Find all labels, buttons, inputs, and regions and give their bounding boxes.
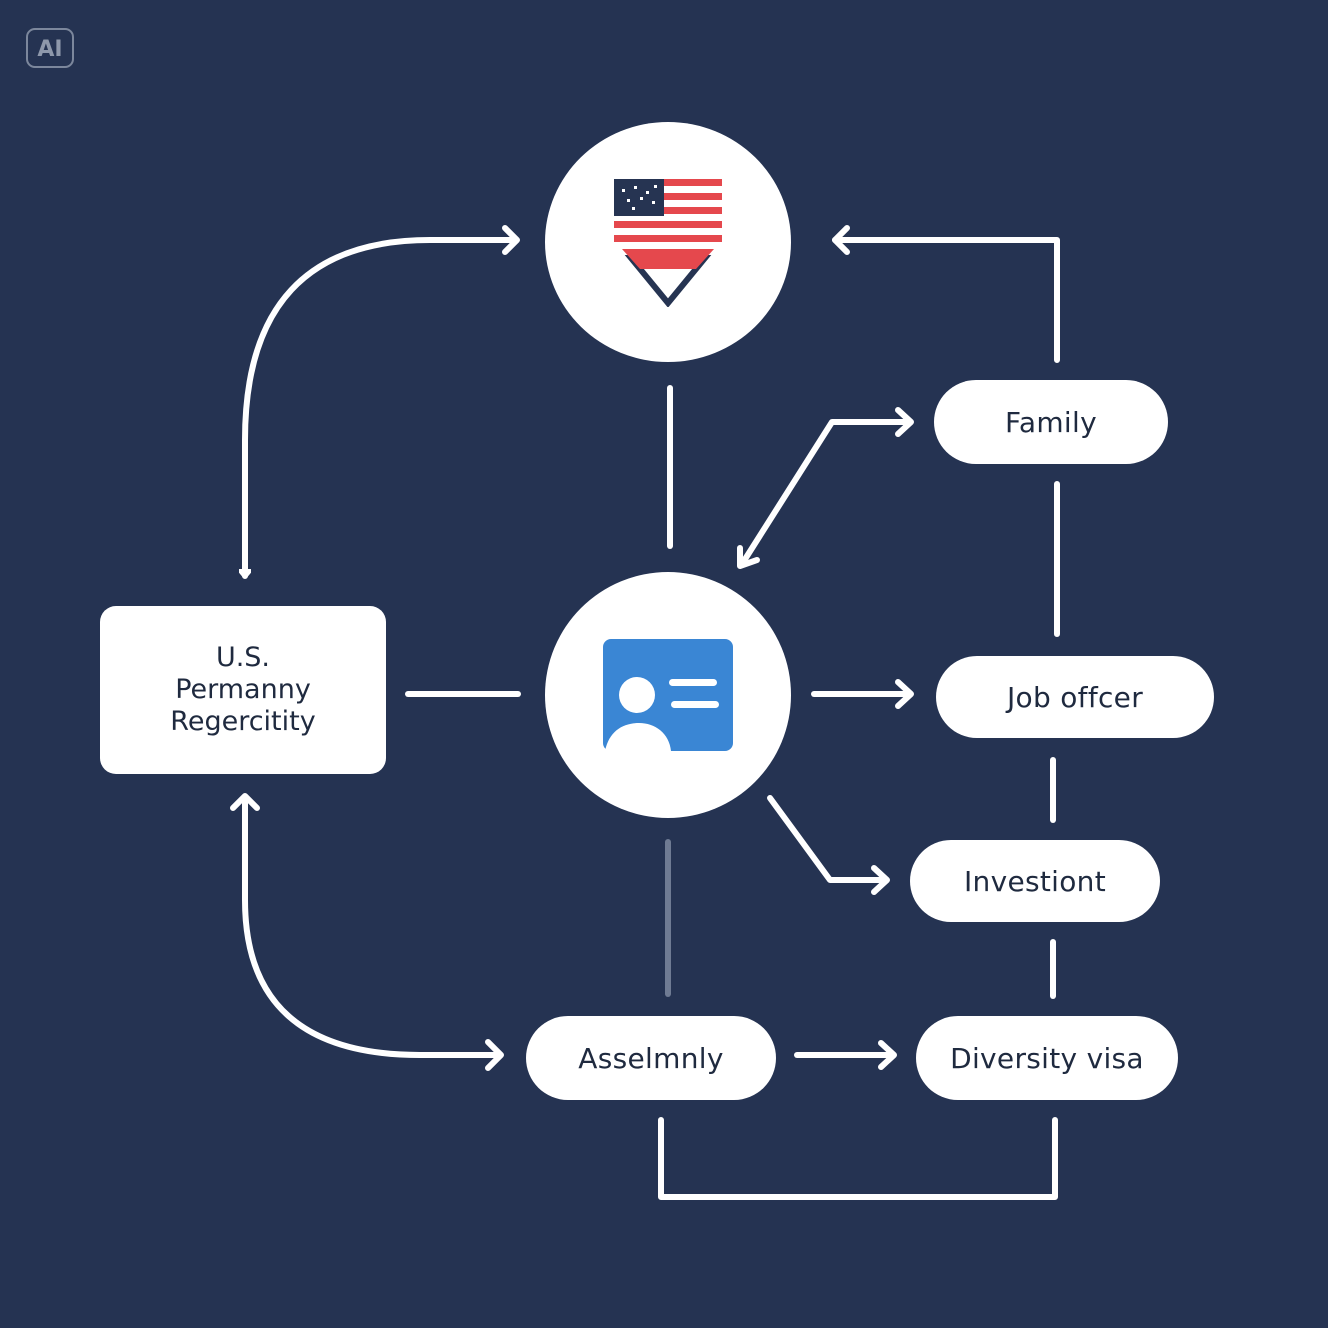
arrowhead-family <box>895 407 914 437</box>
residency-line-3: Regercitity <box>170 706 316 737</box>
arrowhead-residency-up <box>230 793 260 811</box>
residency-line-1: U.S. <box>215 642 271 673</box>
connector-residency-asylum <box>242 797 501 1058</box>
ai-badge: AI <box>26 28 74 68</box>
investment-pill[interactable]: Investiont <box>910 840 1160 922</box>
arrowhead-investment <box>871 865 890 895</box>
connector-bottom-loop <box>658 1117 1058 1200</box>
arrowhead-job <box>895 679 914 709</box>
connector-card-investment <box>767 795 889 883</box>
arrowhead-flag-left <box>502 225 520 255</box>
id-card-icon <box>603 639 733 751</box>
asylum-pill[interactable]: Asselmnly <box>526 1016 776 1100</box>
arrowhead-asylum-right <box>485 1039 504 1071</box>
family-pill[interactable]: Family <box>934 380 1168 464</box>
arrowhead-card-diag <box>737 545 760 569</box>
connector-flag-residency <box>245 237 515 579</box>
job-offer-pill[interactable]: Job offcer <box>936 656 1214 738</box>
us-flag-node[interactable] <box>545 122 791 362</box>
arrowhead-diversity <box>878 1040 897 1070</box>
residency-line-2: Permanny <box>175 674 311 705</box>
connector-family-flag <box>832 237 1060 363</box>
arrowhead-flag-right <box>832 225 850 255</box>
green-card-node[interactable] <box>545 572 791 818</box>
us-flag-shield-icon <box>614 179 722 307</box>
permanent-residency-box[interactable]: U.S. Permanny Regercitity <box>100 606 386 774</box>
diversity-visa-pill[interactable]: Diversity visa <box>916 1016 1178 1100</box>
connector-card-family <box>739 419 913 567</box>
